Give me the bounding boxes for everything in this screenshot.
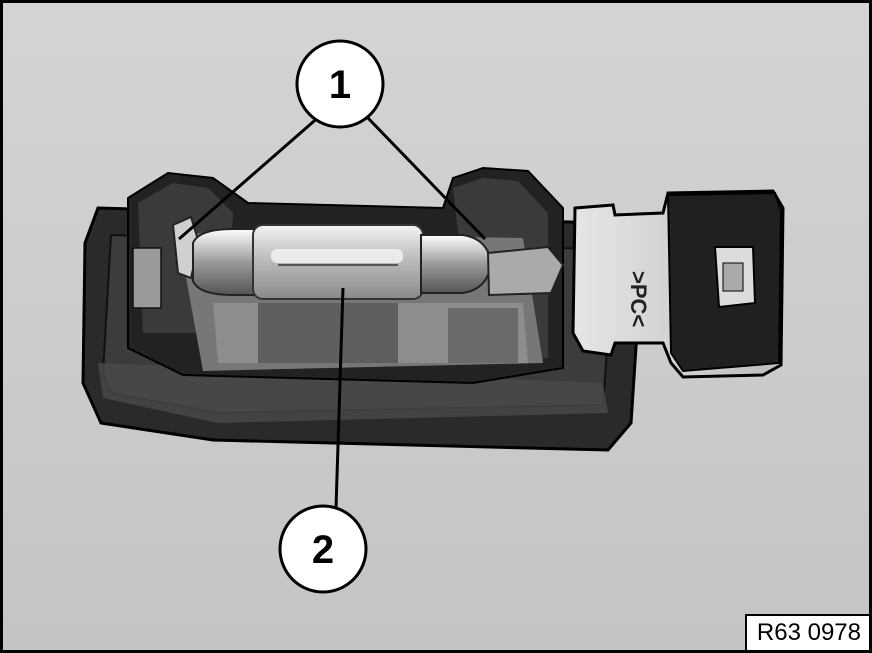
connector-plug: >PC< [571, 189, 785, 379]
festoon-bulb [171, 215, 565, 300]
callout-2-number: 2 [312, 528, 334, 572]
connector-marking: >PC< [626, 271, 651, 327]
callout-2-leader [334, 287, 345, 509]
callout-1: 1 [178, 39, 487, 241]
callout-1-leader-left [178, 113, 322, 241]
callout-1-number: 1 [329, 63, 351, 107]
callout-1-circle [295, 39, 385, 129]
figure-reference-code: R63 0978 [744, 614, 869, 650]
lamp-photo: >PC< 1 2 [3, 3, 869, 650]
callout-2: 2 [278, 287, 368, 594]
callout-1-leader-right [365, 115, 487, 241]
callout-2-circle [278, 504, 368, 594]
